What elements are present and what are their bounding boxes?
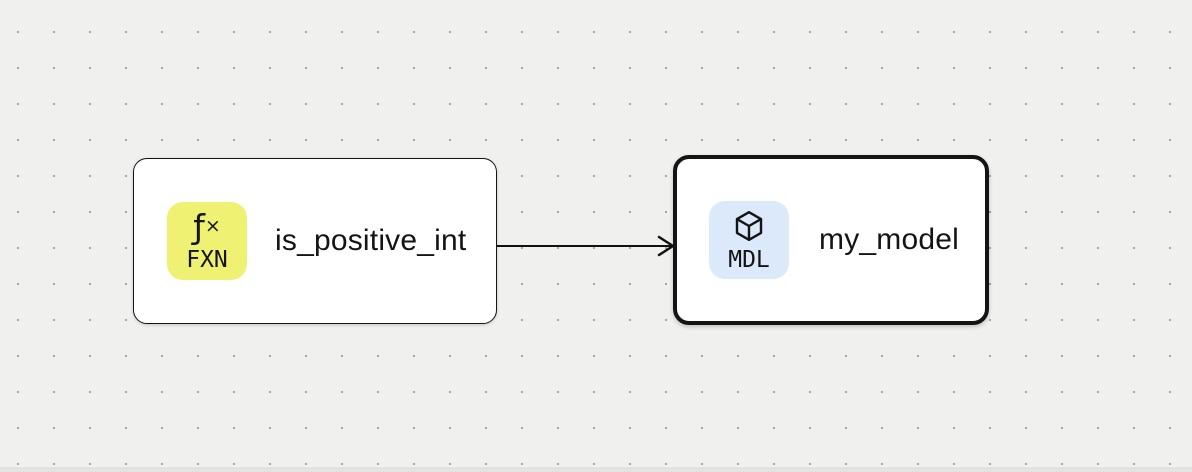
- function-type-badge: ƒ× FXN: [167, 202, 247, 280]
- function-icon: ƒ×: [193, 206, 221, 246]
- node-model-my-model[interactable]: MDL my_model: [673, 155, 989, 325]
- fx-glyph-x: ×: [204, 214, 221, 237]
- node-function-is-positive-int[interactable]: ƒ× FXN is_positive_int: [133, 158, 497, 324]
- fx-glyph-f: ƒ: [193, 206, 205, 246]
- node-label-function: is_positive_int: [275, 224, 467, 257]
- node-label-model: my_model: [819, 223, 959, 256]
- model-type-badge: MDL: [709, 201, 789, 279]
- edge-function-to-model[interactable]: [496, 235, 675, 257]
- badge-label-mdl: MDL: [728, 246, 770, 273]
- badge-label-fxn: FXN: [186, 246, 228, 273]
- cube-icon: [731, 208, 767, 244]
